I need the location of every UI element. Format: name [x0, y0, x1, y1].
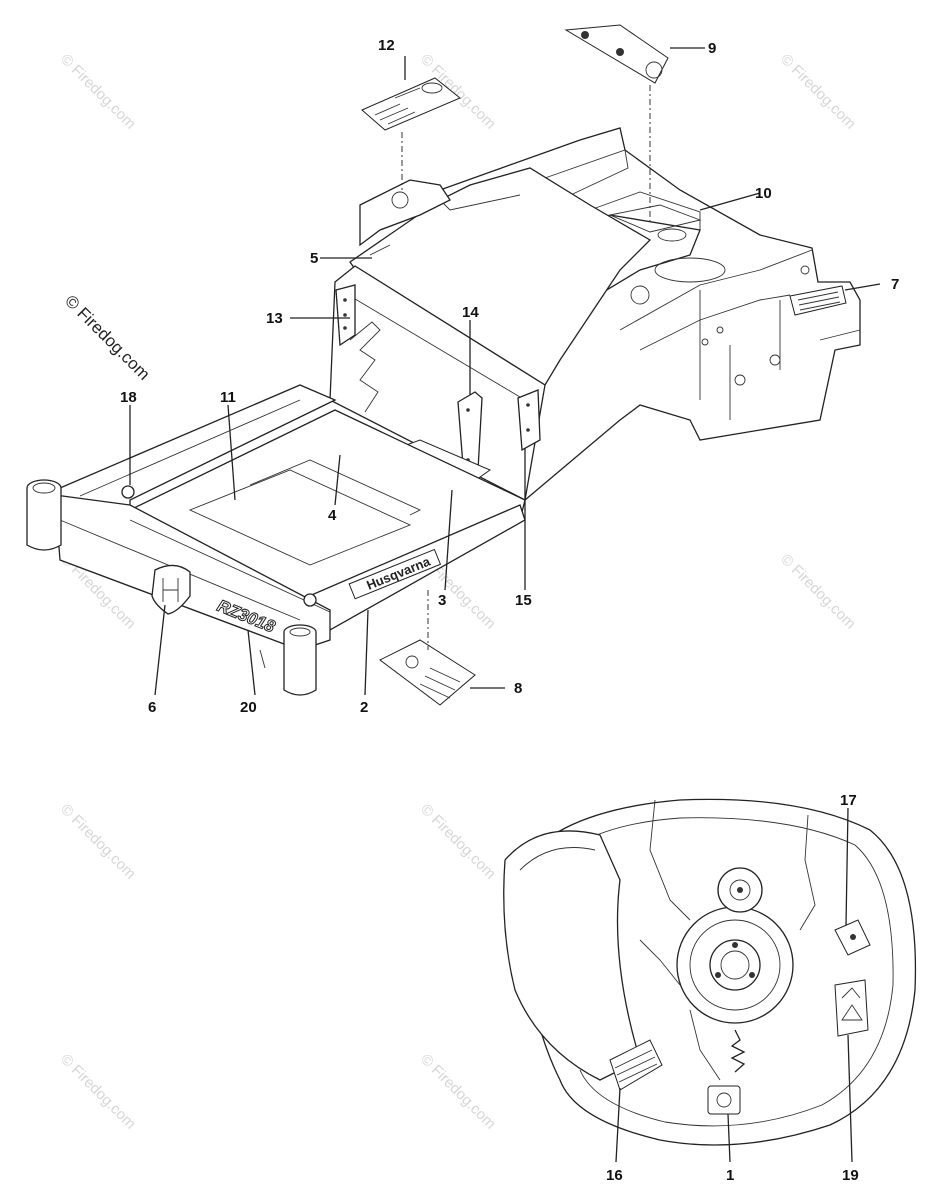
mower-frame-drawing: RZ3018 Husqvarna: [26, 24, 861, 706]
callout-17: 17: [840, 792, 857, 809]
callout-3: 3: [438, 592, 446, 609]
bracket-13: [349, 321, 381, 413]
watermark: © Firedog.com: [57, 801, 139, 883]
watermark: © Firedog.com: [417, 1051, 499, 1133]
mower-deck-drawing: [503, 798, 917, 1146]
decal-10-area: [608, 204, 702, 233]
watermark: © Firedog.com: [57, 51, 139, 133]
callout-15: 15: [515, 592, 532, 609]
callout-8: 8: [514, 680, 522, 697]
watermark: © Firedog.com: [777, 51, 859, 133]
watermark: © Firedog.com: [417, 801, 499, 883]
watermark: © Firedog.com: [57, 1051, 139, 1133]
callout-11: 11: [220, 389, 236, 406]
decal-12: [361, 77, 461, 131]
callout-6: 6: [148, 699, 156, 716]
callout-18: 18: [120, 389, 137, 406]
callout-labels: 12 9 10 5 7 13 14 18 11 4 3 15 8 6 20 2 …: [120, 37, 899, 1184]
decal-1: [707, 1085, 741, 1115]
decal-16: [609, 1039, 663, 1091]
callout-16: 16: [606, 1167, 623, 1184]
callout-7: 7: [891, 276, 899, 293]
bracket-15: [517, 389, 541, 452]
seat-bracket: [359, 179, 451, 247]
callout-10: 10: [755, 185, 772, 202]
floor-pad: [188, 469, 412, 566]
callout-12: 12: [378, 37, 395, 54]
callout-4: 4: [328, 507, 337, 524]
callout-13: 13: [266, 310, 283, 327]
watermark: © Firedog.com: [777, 551, 859, 633]
callout-9: 9: [708, 40, 716, 57]
callout-20: 20: [240, 699, 257, 716]
callout-19: 19: [842, 1167, 859, 1184]
watermark-main: © Firedog.com: [61, 291, 153, 383]
callout-5: 5: [310, 250, 318, 267]
front-bumper: [54, 494, 331, 651]
callout-2: 2: [360, 699, 368, 716]
decal-19: [834, 979, 869, 1037]
leader-lines: [129, 47, 881, 1163]
callout-14: 14: [462, 304, 479, 321]
deck-spring: [730, 1029, 746, 1073]
decal-8: [379, 639, 476, 706]
callout-1: 1: [726, 1167, 734, 1184]
